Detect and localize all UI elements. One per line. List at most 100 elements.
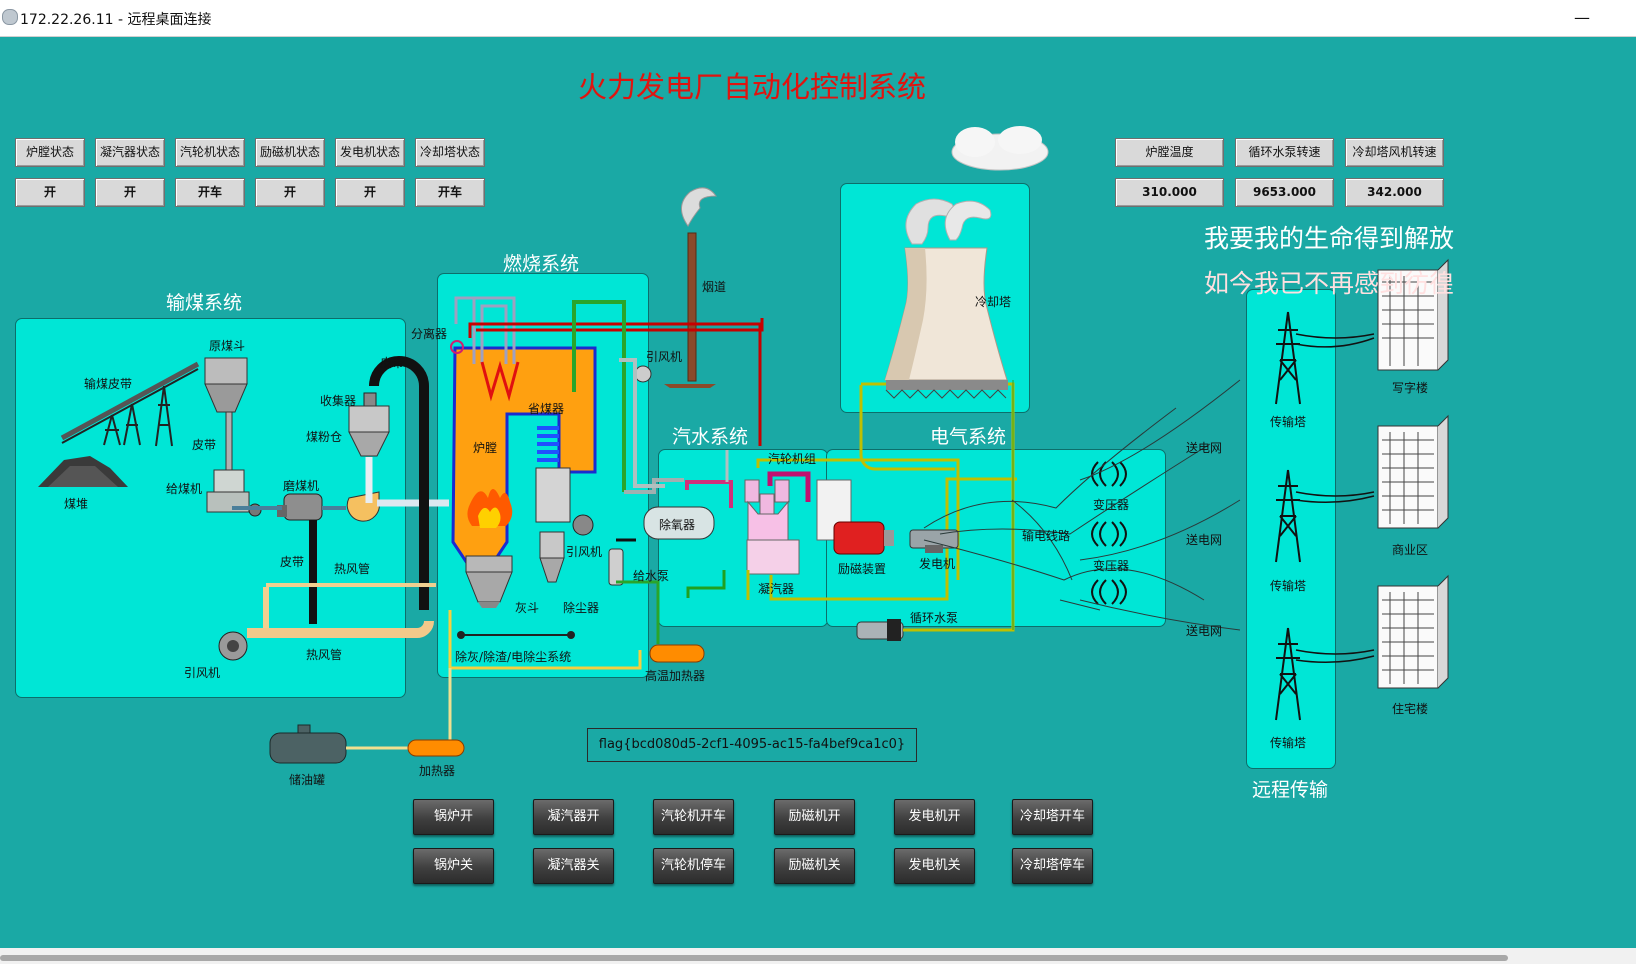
label-id-fan-2: 引风机 bbox=[646, 350, 683, 364]
page-title: 火力发电厂自动化控制系统 bbox=[578, 70, 927, 104]
separator bbox=[450, 340, 464, 354]
label-tower-2: 传输塔 bbox=[1270, 579, 1307, 593]
boiler-off-button[interactable]: 锅炉关 bbox=[413, 848, 494, 884]
deaerator bbox=[643, 506, 715, 540]
remote-desktop-icon bbox=[2, 9, 18, 25]
ash-hopper bbox=[465, 555, 513, 608]
label-belt-3: 皮带 bbox=[280, 555, 305, 569]
label-chimney: 烟道 bbox=[702, 280, 727, 294]
reading-value-circ-pump-speed[interactable]: 9653.000 bbox=[1235, 178, 1334, 207]
status-value-condenser[interactable]: 开 bbox=[95, 178, 165, 207]
label-generator: 发电机 bbox=[919, 557, 956, 571]
label-dust-collector: 除尘器 bbox=[563, 601, 600, 615]
condenser-on-button[interactable]: 凝汽器开 bbox=[533, 799, 614, 835]
minimize-button[interactable]: — bbox=[1574, 8, 1590, 27]
coal-pile bbox=[38, 456, 128, 487]
label-ash-system: 除灰/除渣/电除尘系统 bbox=[455, 650, 572, 664]
cooling-tower-start-button[interactable]: 冷却塔开车 bbox=[1012, 799, 1093, 835]
reading-label-furnace-temp[interactable]: 炉膛温度 bbox=[1115, 138, 1224, 167]
label-tower-1: 传输塔 bbox=[1270, 415, 1307, 429]
exciter-on-button[interactable]: 励磁机开 bbox=[774, 799, 855, 835]
reading-label-tower-fan-speed[interactable]: 冷却塔风机转速 bbox=[1345, 138, 1444, 167]
label-separator: 分离器 bbox=[411, 327, 448, 341]
coal-system-title: 输煤系统 bbox=[166, 292, 243, 314]
exciter-device bbox=[833, 521, 894, 555]
generator-off-button[interactable]: 发电机关 bbox=[894, 848, 975, 884]
reading-value-tower-fan-speed[interactable]: 342.000 bbox=[1345, 178, 1444, 207]
transmission-title: 远程传输 bbox=[1252, 779, 1329, 801]
reading-value-furnace-temp[interactable]: 310.000 bbox=[1115, 178, 1224, 207]
status-value-furnace[interactable]: 开 bbox=[15, 178, 85, 207]
label-feeder: 给煤机 bbox=[166, 482, 203, 496]
condenser-off-button[interactable]: 凝汽器关 bbox=[533, 848, 614, 884]
label-belt-1: 皮带 bbox=[192, 438, 217, 452]
status-label-condenser[interactable]: 凝汽器状态 bbox=[95, 138, 165, 167]
transformer-3 bbox=[1091, 579, 1127, 605]
label-condenser: 凝汽器 bbox=[758, 582, 795, 596]
label-belt-2: 皮带 bbox=[380, 356, 405, 370]
cloud-icon bbox=[951, 126, 1049, 171]
horizontal-scrollbar[interactable] bbox=[0, 955, 1508, 961]
steam-system-title: 汽水系统 bbox=[672, 426, 749, 448]
electric-system-title: 电气系统 bbox=[930, 426, 1007, 448]
status-label-generator[interactable]: 发电机状态 bbox=[335, 138, 405, 167]
generator-on-button[interactable]: 发电机开 bbox=[894, 799, 975, 835]
label-cooling-tower: 冷却塔 bbox=[975, 295, 1012, 309]
flag-display: flag{bcd080d5-2cf1-4095-ac15-fa4bef9ca1c… bbox=[587, 728, 917, 762]
status-value-exciter[interactable]: 开 bbox=[255, 178, 325, 207]
transmission-tower-2 bbox=[1275, 469, 1301, 563]
ash-conveyor bbox=[457, 631, 575, 639]
reading-label-circ-pump-speed[interactable]: 循环水泵转速 bbox=[1235, 138, 1334, 167]
transmission-lines bbox=[923, 379, 1241, 631]
turbine-start-button[interactable]: 汽轮机开车 bbox=[653, 799, 734, 835]
label-oil-tank: 储油罐 bbox=[289, 773, 326, 787]
dust-collector bbox=[539, 531, 565, 583]
status-label-furnace[interactable]: 炉膛状态 bbox=[15, 138, 85, 167]
cooling-tower-stop-button[interactable]: 冷却塔停车 bbox=[1012, 848, 1093, 884]
label-residential: 住宅楼 bbox=[1392, 702, 1429, 716]
status-label-cooling-tower[interactable]: 冷却塔状态 bbox=[415, 138, 485, 167]
label-grid-1: 送电网 bbox=[1186, 441, 1223, 455]
label-collector: 收集器 bbox=[320, 394, 357, 408]
label-furnace: 炉膛 bbox=[473, 441, 498, 455]
label-circ-pump: 循环水泵 bbox=[910, 611, 959, 625]
air-preheater bbox=[535, 467, 571, 523]
status-value-generator[interactable]: 开 bbox=[335, 178, 405, 207]
label-mill: 磨煤机 bbox=[283, 479, 320, 493]
status-label-turbine[interactable]: 汽轮机状态 bbox=[175, 138, 245, 167]
transmission-tower-1 bbox=[1275, 311, 1301, 405]
label-heater: 加热器 bbox=[419, 764, 456, 778]
induced-draft-fan bbox=[218, 631, 248, 661]
label-grid-3: 送电网 bbox=[1186, 624, 1223, 638]
label-commercial: 商业区 bbox=[1392, 543, 1429, 557]
label-exciter: 励磁装置 bbox=[838, 562, 887, 576]
chimney bbox=[664, 187, 717, 388]
generator bbox=[909, 529, 959, 553]
boiler-on-button[interactable]: 锅炉开 bbox=[413, 799, 494, 835]
label-deaerator: 除氧器 bbox=[659, 518, 696, 532]
status-label-exciter[interactable]: 励磁机状态 bbox=[255, 138, 325, 167]
oil-tank bbox=[269, 724, 347, 764]
label-turbine-unit: 汽轮机组 bbox=[768, 452, 817, 466]
label-ash-hopper: 灰斗 bbox=[515, 601, 540, 615]
window-titlebar: 172.22.26.11 - 远程桌面连接 — bbox=[0, 0, 1636, 37]
commercial-building bbox=[1377, 414, 1449, 529]
label-grid-2: 送电网 bbox=[1186, 533, 1223, 547]
label-transformer-1: 变压器 bbox=[1093, 498, 1130, 512]
exciter-off-button[interactable]: 励磁机关 bbox=[774, 848, 855, 884]
transmission-tower-3 bbox=[1275, 627, 1301, 721]
turbine-stop-button[interactable]: 汽轮机停车 bbox=[653, 848, 734, 884]
id-fan-2 bbox=[572, 514, 594, 536]
steam-plume bbox=[905, 198, 992, 245]
overlay-text-line-1: 我要我的生命得到解放 bbox=[1204, 224, 1455, 253]
label-hot-air-pipe-2: 热风管 bbox=[306, 648, 343, 662]
label-id-fan-1: 引风机 bbox=[184, 666, 221, 680]
circulating-pump bbox=[856, 619, 904, 641]
combustion-system-title: 燃烧系统 bbox=[503, 253, 580, 275]
collector bbox=[348, 392, 390, 457]
coal-mill bbox=[277, 493, 323, 521]
status-value-cooling-tower[interactable]: 开车 bbox=[415, 178, 485, 207]
label-powder-bin: 煤粉仓 bbox=[306, 430, 343, 444]
status-value-turbine[interactable]: 开车 bbox=[175, 178, 245, 207]
